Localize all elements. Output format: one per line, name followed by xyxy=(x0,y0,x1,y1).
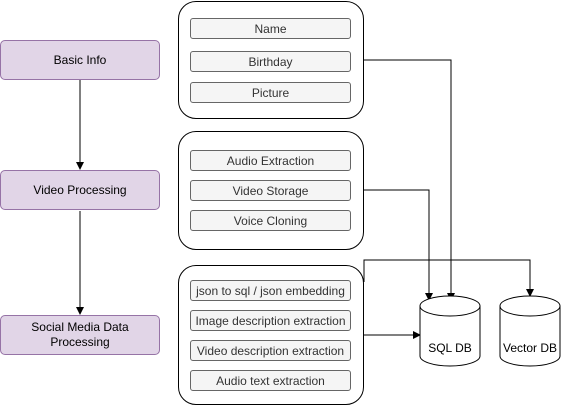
audio-text-item[interactable]: Audio text extraction xyxy=(190,370,351,391)
video-processing-step[interactable]: Video Processing xyxy=(0,170,160,210)
audio-extraction-item[interactable]: Audio Extraction xyxy=(190,150,351,171)
basic-info-label: Basic Info xyxy=(53,52,107,67)
picture-field-item[interactable]: Picture xyxy=(190,82,351,103)
video-processing-label: Video Processing xyxy=(33,182,127,197)
video-storage-item[interactable]: Video Storage xyxy=(190,180,351,201)
image-description-item[interactable]: Image description extraction xyxy=(190,310,351,331)
voice-cloning-item[interactable]: Voice Cloning xyxy=(190,210,351,231)
vector-db-label: Vector DB xyxy=(502,341,558,355)
sql-db-label: SQL DB xyxy=(428,341,472,355)
arrow-basic-group-to-sql xyxy=(364,59,455,301)
social-media-step[interactable]: Social Media Data Processing xyxy=(0,315,160,355)
video-description-item[interactable]: Video description extraction xyxy=(190,340,351,361)
arrow-video-group-to-sql xyxy=(364,189,433,301)
name-field-item[interactable]: Name xyxy=(190,18,351,39)
social-media-label: Social Media Data Processing xyxy=(31,320,129,349)
birthday-field-item[interactable]: Birthday xyxy=(190,51,351,72)
json-embedding-item[interactable]: json to sql / json embedding xyxy=(190,280,351,301)
arrow-social-group-to-vector-db xyxy=(363,259,534,297)
basic-info-step[interactable]: Basic Info xyxy=(0,40,160,80)
vector-db-cylinder xyxy=(499,295,561,367)
sql-db-cylinder xyxy=(419,295,481,367)
